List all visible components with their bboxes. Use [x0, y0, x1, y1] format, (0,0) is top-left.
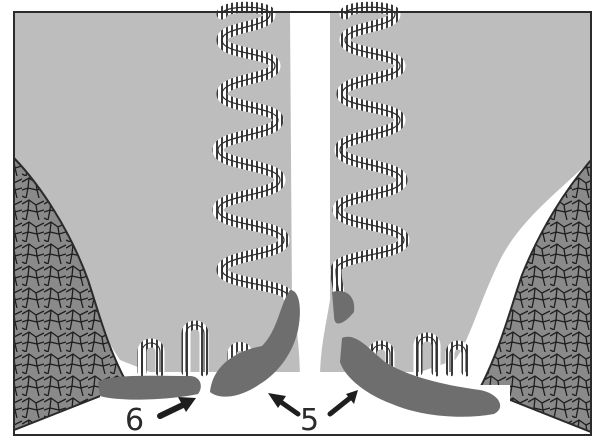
left-lesion-6 [98, 376, 201, 400]
label-5: 5 [300, 403, 319, 437]
label-6: 6 [125, 403, 144, 437]
